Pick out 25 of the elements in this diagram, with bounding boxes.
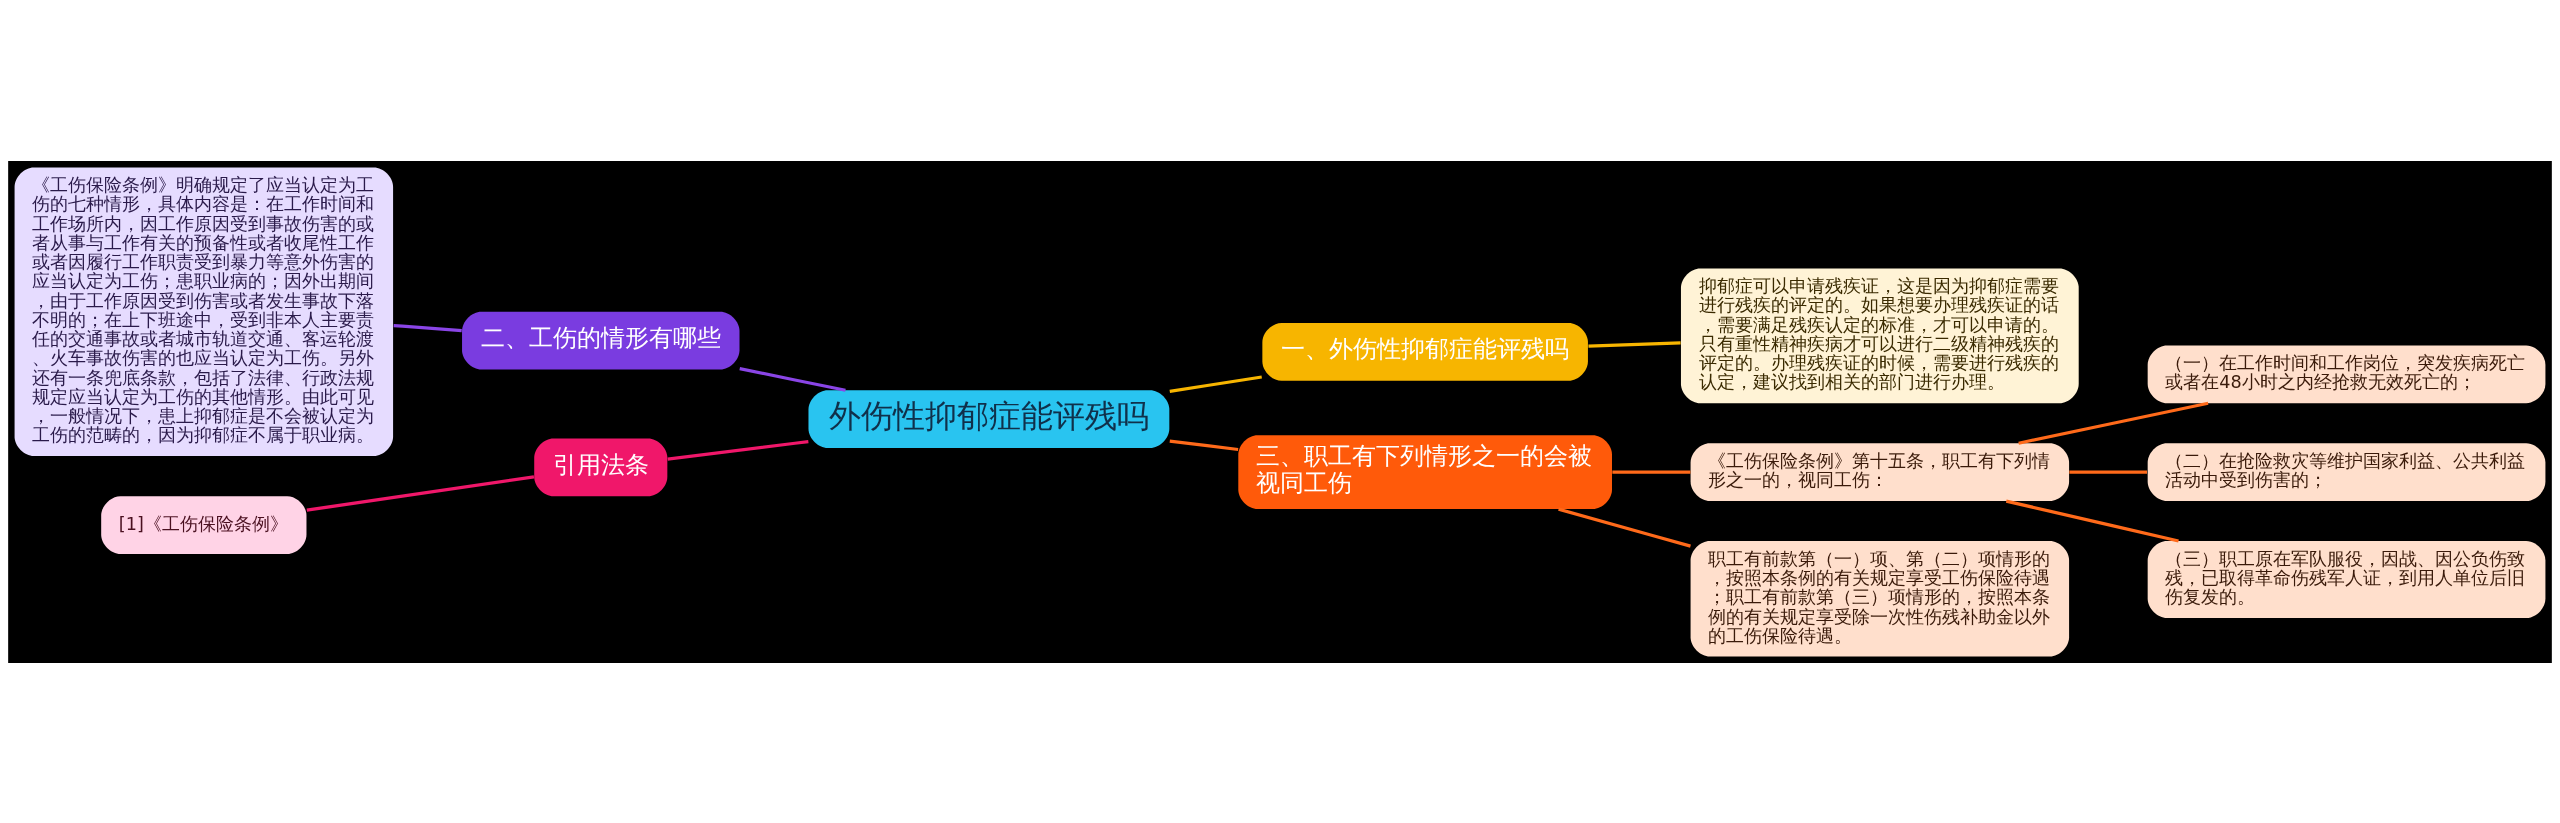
connector <box>2005 499 2179 543</box>
node-box: 《工伤保险条例》明确规定了应当认定为工伤的七种情形，具体内容是：在工作时间和工作场所内，因工作原因受到事故伤害的或者从事与工作有关的预备性或者收尾性工作或者因履行工作职责受到暴力等意外伤害的应当认定为工伤；患职业病的；因外出期间，由于工作原因受到伤害或者发生事故下落不明的；在上下班途中，受到非本人主要责任的交通事故或者城市轨道交通、客运轮渡、火车事故伤害的也应当认定为工伤。另外还有一条兜底条款，包括了法律、行政法规规定应当认定为工伤的其他情形。由此可见，一般情况下，患上抑郁症是不会被认定为工伤的范畴的，因为抑郁症不属于职业病。 <box>14 166 394 456</box>
node-box: 职工有前款第（一）项、第（二）项情形的，按照本条例的有关规定享受工伤保险待遇；职工有前款第（三）项情形的，按照本条例的有关规定享受除一次性伤残补助金以外的工伤保险待遇。 <box>1690 540 2070 657</box>
connector <box>2018 401 2209 445</box>
connector <box>667 439 809 461</box>
connector <box>393 323 462 332</box>
node-box: [1]《工伤保险条例》 <box>101 495 307 554</box>
connector <box>1588 340 1681 348</box>
connector <box>1558 507 1691 548</box>
node-box: 三、职工有下列情形之一的会被视同工伤 <box>1238 434 1612 509</box>
node-box: （三）职工原在军队服役，因战、因公负伤致残，已取得革命伤残军人证，到用人单位后旧伤复发的。 <box>2147 540 2546 618</box>
node-box: 外伤性抑郁症能评残吗 <box>808 389 1170 448</box>
node-box: 抑郁症可以申请残疾证，这是因为抑郁症需要进行残疾的评定的。如果想要办理残疾证的话，需要满足残疾认定的标准，才可以申请的。只有重性精神疾病才可以进行二级精神残疾的评定的。办理残疾证的时候，需要进行残疾的认定，建议找到相关的部门进行办理。 <box>1680 267 2079 403</box>
connector <box>2069 470 2147 474</box>
node-box: （二）在抢险救灾等维护国家利益、公共利益活动中受到伤害的； <box>2147 442 2546 501</box>
connector <box>1169 374 1262 393</box>
connector <box>1169 439 1239 451</box>
node-box: 《工伤保险条例》第十五条，职工有下列情形之一的，视同工伤： <box>1690 442 2070 501</box>
connector <box>739 366 846 392</box>
node-box: （一）在工作时间和工作岗位，突发疾病死亡或者在48小时之内经抢救无效死亡的； <box>2147 344 2546 403</box>
node-box: 一、外伤性抑郁症能评残吗 <box>1262 322 1588 381</box>
connector <box>306 474 535 512</box>
node-box: 引用法条 <box>534 437 668 496</box>
node-box: 二、工伤的情形有哪些 <box>462 311 740 369</box>
connector <box>1612 470 1691 474</box>
